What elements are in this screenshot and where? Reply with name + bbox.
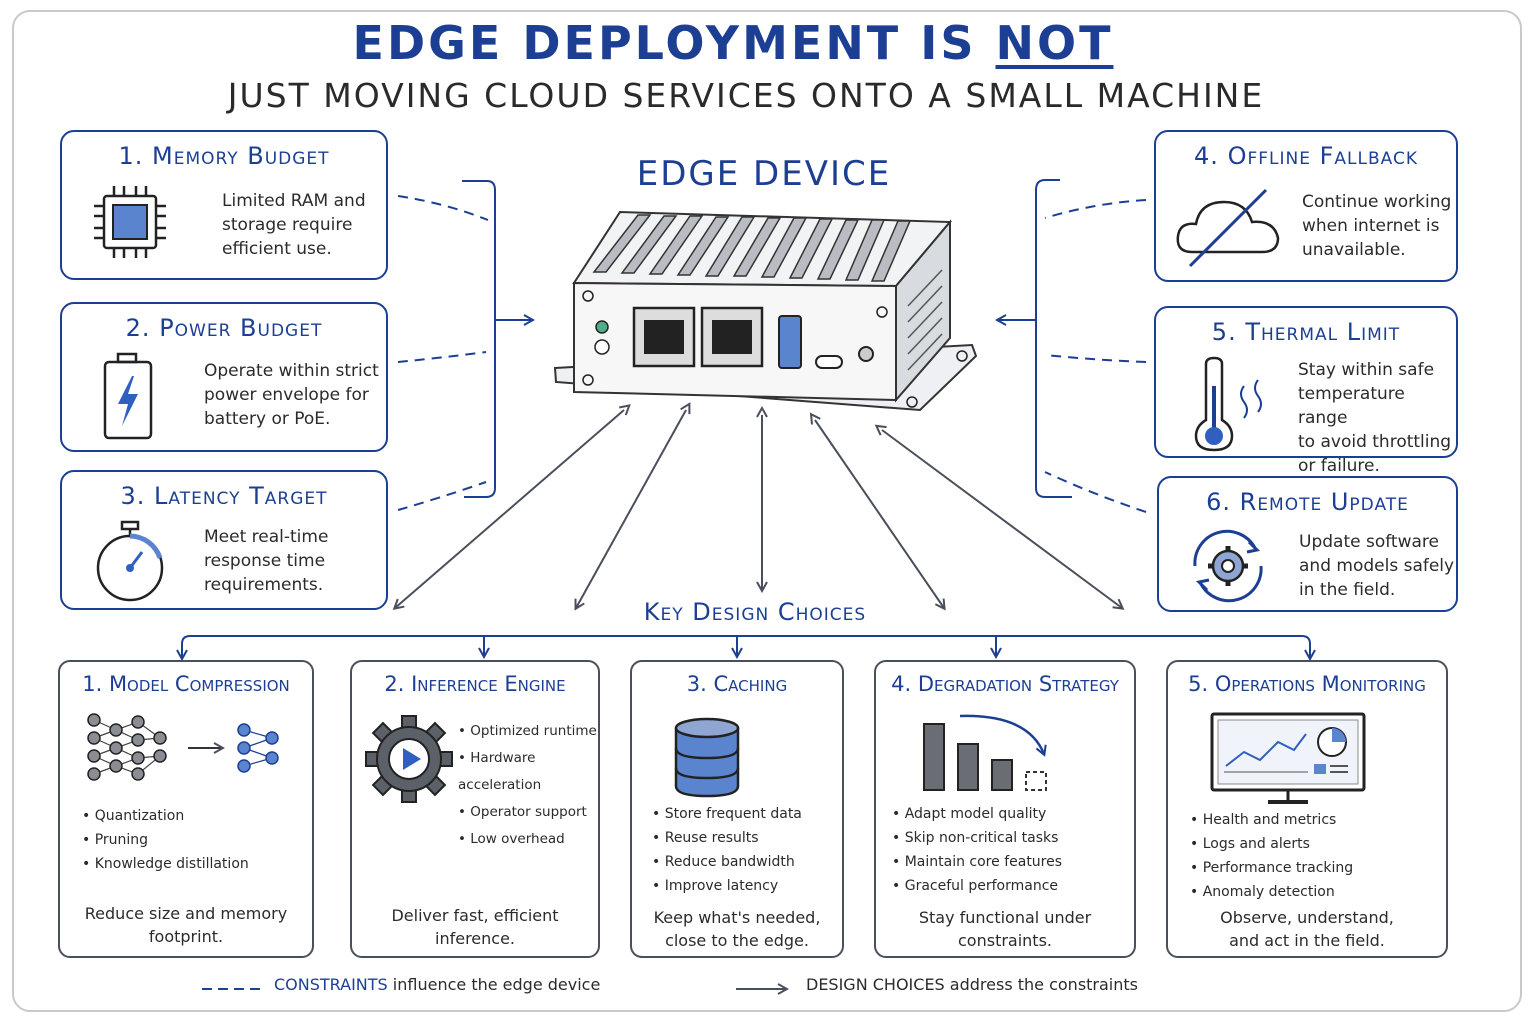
left-constraint-links [397, 180, 532, 511]
design-card-title: 2. Inference Engine [384, 672, 566, 696]
network-compression-icon [87, 713, 279, 781]
chip-icon [94, 186, 166, 258]
constraint-title: 3. Latency Target [120, 482, 328, 510]
update-gear-icon [1193, 529, 1263, 603]
title-emphasis: NOT [995, 16, 1114, 70]
edge-device-illustration [553, 210, 978, 412]
right-constraint-links [998, 179, 1147, 513]
key-design-bracket [182, 635, 1310, 658]
design-card-bullets: QuantizationPruningKnowledge distillatio… [82, 804, 249, 876]
design-card-bullets: Store frequent dataReuse resultsReduce b… [652, 802, 802, 898]
constraint-title: 5. Thermal Limit [1211, 318, 1401, 346]
database-icon [674, 717, 740, 798]
design-card-operations: 5. Operations Monitoring Health and metr… [1166, 660, 1448, 958]
page-title: EDGE DEPLOYMENT IS NOT [0, 16, 1466, 70]
design-card-footer: Observe, understand,and act in the field… [1220, 908, 1394, 950]
page-subtitle: JUST MOVING CLOUD SERVICES ONTO A SMALL … [227, 76, 1265, 115]
design-card-bullets: Adapt model qualitySkip non-critical tas… [892, 802, 1062, 898]
constraint-title: 1. Memory Budget [118, 142, 330, 170]
monitor-dashboard-icon [1210, 712, 1366, 804]
title-main: EDGE DEPLOYMENT IS [352, 16, 977, 70]
constraint-title: 6. Remote Update [1206, 488, 1409, 516]
design-card-title: 1. Model Compression [82, 672, 290, 696]
stopwatch-icon [96, 520, 164, 602]
design-choice-arrows [395, 410, 1122, 608]
thermometer-icon [1194, 356, 1262, 452]
battery-icon [103, 352, 153, 440]
diagram-frame [12, 10, 1522, 1012]
cloud-offline-icon [1176, 188, 1280, 268]
edge-device-title: EDGE DEVICE [636, 154, 892, 194]
legend-design-choices: DESIGN CHOICES address the constraints [806, 975, 1138, 994]
design-card-title: 4. Degradation Strategy [891, 672, 1119, 696]
design-card-title: 5. Operations Monitoring [1188, 672, 1426, 696]
design-card-bullets: Health and metricsLogs and alertsPerform… [1190, 808, 1353, 904]
design-card-degradation: 4. Degradation Strategy Adapt model qual… [874, 660, 1136, 958]
design-card-caching: 3. Caching Store frequent dataReuse resu… [630, 660, 844, 958]
design-card-inference-engine: 2. Inference Engine Optimized runtimeHar… [350, 660, 600, 958]
descending-bars-icon [923, 714, 1047, 791]
constraint-title: 2. Power Budget [125, 314, 323, 342]
design-card-title: 3. Caching [686, 672, 788, 696]
design-card-model-compression: 1. Model Compression QuantizationPruning… [58, 660, 314, 958]
constraint-title: 4. Offline Fallback [1194, 142, 1418, 170]
design-card-footer: Keep what's needed,close to the edge. [653, 908, 821, 950]
design-card-bullets: Optimized runtimeHardware accelerationOp… [458, 718, 598, 853]
gear-play-icon [365, 715, 453, 803]
legend-constraints: CONSTRAINTS influence the edge device [274, 975, 601, 994]
key-design-title: Key Design Choices [643, 598, 867, 626]
